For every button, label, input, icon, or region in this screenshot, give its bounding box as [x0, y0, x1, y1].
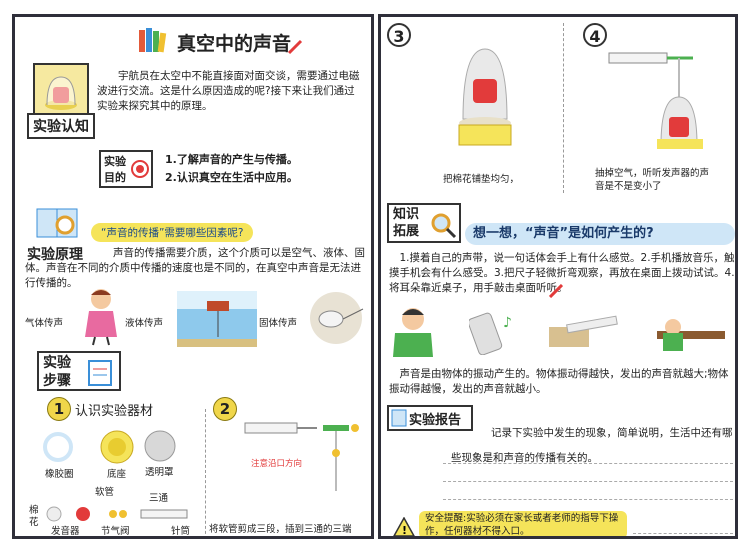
right-page: 3 把棉花铺垫均匀， 4 抽掉空气，听听发声器的声音是不是变小了 知识 拓展 想…	[378, 14, 738, 539]
answer-line	[443, 463, 733, 464]
extend-tag-line1: 知识	[393, 207, 420, 222]
principle-tag: 实验原理	[27, 247, 83, 263]
extend-tag: 知识 拓展	[387, 203, 461, 243]
liquid-media-label: 液体传声	[125, 318, 164, 329]
svg-text:♪: ♪	[503, 315, 512, 331]
syringe-bell-jar-illustration	[607, 41, 707, 155]
syringe-tee-illustration	[241, 413, 367, 497]
answer-line	[443, 481, 733, 482]
item-hose: 软管	[95, 487, 115, 498]
step4-number: 4	[583, 23, 607, 47]
boy-touching-throat-illustration	[389, 305, 439, 361]
item-sounder: 发音器	[51, 526, 80, 537]
report-tag: 实验报告	[409, 413, 462, 428]
base-illustration	[99, 429, 135, 469]
principle-question: “声音的传播”需要哪些因素呢?	[91, 223, 254, 242]
rubber-ring-illustration	[43, 432, 73, 466]
step1-number: 1	[47, 397, 71, 421]
page-title: 真空中的声音	[177, 33, 292, 55]
pencil-icon	[548, 283, 564, 302]
magnifier-icon	[431, 213, 457, 239]
cognition-text: 宇航员在太空中不能直接面对面交谈，需要通过电磁波进行交流。这是什么原因造成的呢?…	[97, 70, 360, 112]
report-text: 记录下实验中发生的现象，简单说明，生活中还有哪些现象是和声音的传播有关的。	[451, 427, 733, 464]
ruler-illustration	[549, 311, 619, 355]
clipboard-icon	[88, 360, 112, 386]
cover-illustration	[143, 429, 177, 467]
principle-text: 声音的传播需要介质，这个介质可以是空气、液体、固体。声音在不同的介质中传播的速度…	[25, 247, 365, 289]
solid-media-label: 固体传声	[259, 318, 298, 329]
item-tee: 三通	[149, 493, 169, 504]
extend-conclusion: 声音是由物体的振动产生的。物体振动得越快，发出的声音就越大;物体振动得越慢，发出…	[389, 368, 729, 395]
singing-girl-illustration	[79, 285, 125, 347]
ear-on-table-illustration	[653, 305, 729, 359]
phone-music-illustration: ♪	[467, 307, 521, 359]
step3-number: 3	[387, 23, 411, 47]
item-rubber-ring: 橡胶圈	[45, 469, 74, 480]
item-cover: 透明罩	[145, 467, 174, 478]
warning-icon: !	[393, 516, 415, 537]
step3-caption: 把棉花铺垫均匀，	[443, 174, 520, 185]
purpose-item: 1.了解声音的产生与传播。	[165, 153, 298, 166]
step2-caption: 将软管剪成三段，插到三通的三端	[209, 524, 352, 535]
item-syringe: 针筒	[171, 526, 191, 537]
purpose-list: 1.了解声音的产生与传播。 2.认识真空在生活中应用。	[165, 151, 298, 187]
safety-note: 安全提醒:实验必须在家长或者老师的指导下操作，任何器材不得入口。	[419, 511, 627, 536]
step1-title: 认识实验器材	[75, 404, 154, 419]
left-page: 真空中的声音 实验认知 宇航员在太空中不能直接面对面交谈，需要通过电磁波进行交流…	[12, 14, 374, 539]
bell-jar-thumbnail	[33, 63, 89, 119]
pencil-icon	[287, 39, 303, 59]
water-illustration	[177, 291, 257, 347]
extend-question: 想一想，“声音”是如何产生的?	[465, 223, 735, 245]
step4-caption: 抽掉空气，听听发声器的声音是不是变小了	[595, 168, 710, 192]
steps-tag-line1: 实验	[43, 355, 71, 371]
purpose-tag-line1: 实验	[104, 155, 126, 168]
extend-tag-line2: 拓展	[393, 224, 420, 239]
bell-jar-cotton-illustration	[453, 39, 517, 153]
step2-number: 2	[213, 397, 237, 421]
target-icon	[131, 160, 149, 178]
cognition-tag: 实验认知	[27, 113, 95, 139]
document-icon	[391, 409, 407, 427]
gas-media-label: 气体传声	[25, 318, 64, 329]
steps-tag-line2: 步骤	[43, 373, 71, 389]
item-cotton: 棉花	[29, 505, 39, 528]
item-base: 底座	[107, 469, 127, 480]
item-valve: 节气阀	[101, 526, 130, 537]
answer-line	[633, 533, 733, 534]
answer-line	[443, 499, 733, 500]
report-tag-box: 实验报告	[387, 405, 473, 431]
purpose-item: 2.认识真空在生活中应用。	[165, 171, 298, 184]
extend-text: 1.摸着自己的声带，说一句话体会手上有什么感觉。2.手机播放音乐，触摸手机会有什…	[389, 252, 735, 294]
components-illustration	[45, 505, 195, 527]
purpose-tag: 实验 目的	[99, 150, 153, 188]
purpose-tag-line2: 目的	[104, 171, 126, 184]
books-icon	[137, 27, 167, 53]
string-phone-illustration	[307, 289, 365, 347]
step2-note: 注意沿口方向	[251, 459, 303, 469]
svg-text:!: !	[402, 524, 407, 537]
steps-tag: 实验 步骤	[37, 351, 121, 391]
book-magnifier-icon	[35, 203, 81, 241]
